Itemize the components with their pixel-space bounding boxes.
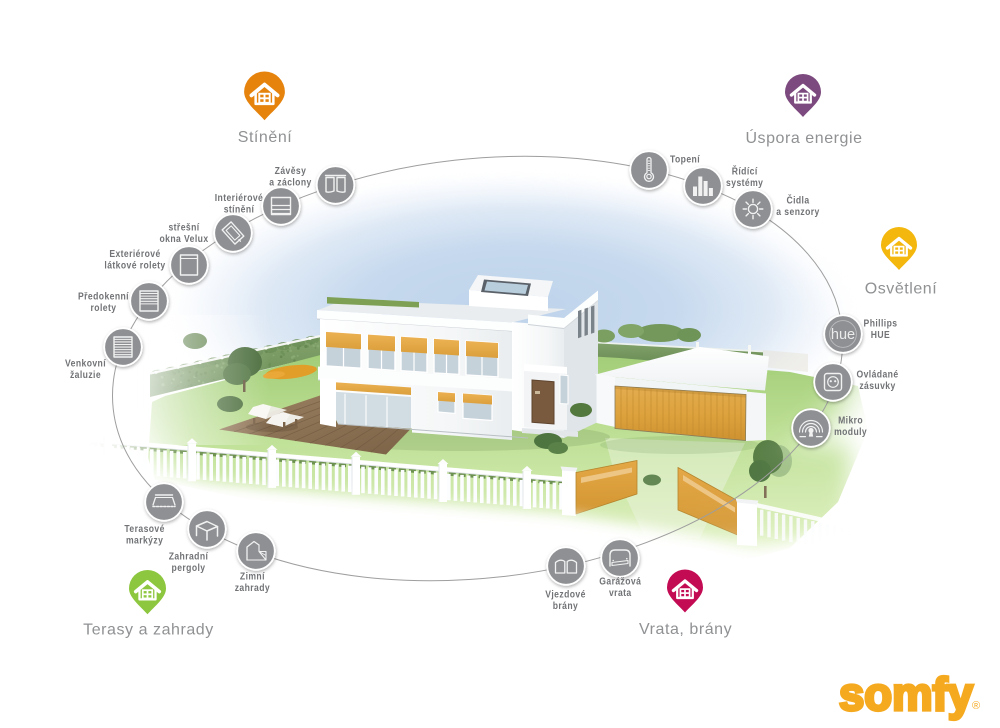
svg-text:Úspora energie: Úspora energie [745,128,862,147]
svg-text:Řídící: Řídící [732,165,758,178]
svg-text:Mikro: Mikro [838,415,863,427]
svg-text:Zimní: Zimní [240,571,265,583]
svg-text:Interiérové: Interiérové [215,192,264,204]
svg-text:zahrady: zahrady [235,582,271,594]
svg-text:Terasy a zahrady: Terasy a zahrady [83,622,214,639]
svg-text:systémy: systémy [726,177,763,189]
svg-text:a senzory: a senzory [776,206,820,218]
svg-text:Předokenní: Předokenní [78,291,129,303]
svg-text:Čidla: Čidla [786,194,809,207]
svg-text:Stínění: Stínění [238,129,293,146]
svg-text:střešní: střešní [168,222,199,234]
svg-text:Venkovní: Venkovní [65,358,106,370]
svg-text:Topení: Topení [670,154,700,166]
svg-text:Ovládané: Ovládané [856,369,898,381]
svg-text:okna Velux: okna Velux [159,233,208,245]
svg-text:látkové rolety: látkové rolety [104,260,165,272]
svg-text:rolety: rolety [91,302,117,314]
svg-text:Garážová: Garážová [599,576,641,588]
svg-text:moduly: moduly [834,426,867,438]
svg-text:®: ® [972,700,980,712]
svg-text:Phillips: Phillips [864,318,898,330]
svg-text:stínění: stínění [224,204,255,216]
svg-text:Vjezdové: Vjezdové [545,589,586,601]
svg-text:Terasové: Terasové [124,523,164,535]
svg-text:Zahradní: Zahradní [169,551,209,563]
svg-text:a záclony: a záclony [269,177,312,189]
svg-text:hue: hue [831,327,855,343]
svg-text:Osvětlení: Osvětlení [865,281,938,298]
svg-text:somfy: somfy [839,668,973,720]
svg-text:žaluzie: žaluzie [70,369,101,381]
svg-text:Závěsy: Závěsy [275,165,307,177]
svg-text:vrata: vrata [609,587,632,599]
svg-text:markýzy: markýzy [126,535,163,547]
svg-text:HUE: HUE [871,329,891,341]
svg-text:brány: brány [553,600,579,612]
svg-text:Vrata, brány: Vrata, brány [639,621,732,638]
svg-text:pergoly: pergoly [172,562,206,574]
svg-text:Exteriérové: Exteriérové [109,248,160,260]
svg-text:zásuvky: zásuvky [859,380,896,392]
